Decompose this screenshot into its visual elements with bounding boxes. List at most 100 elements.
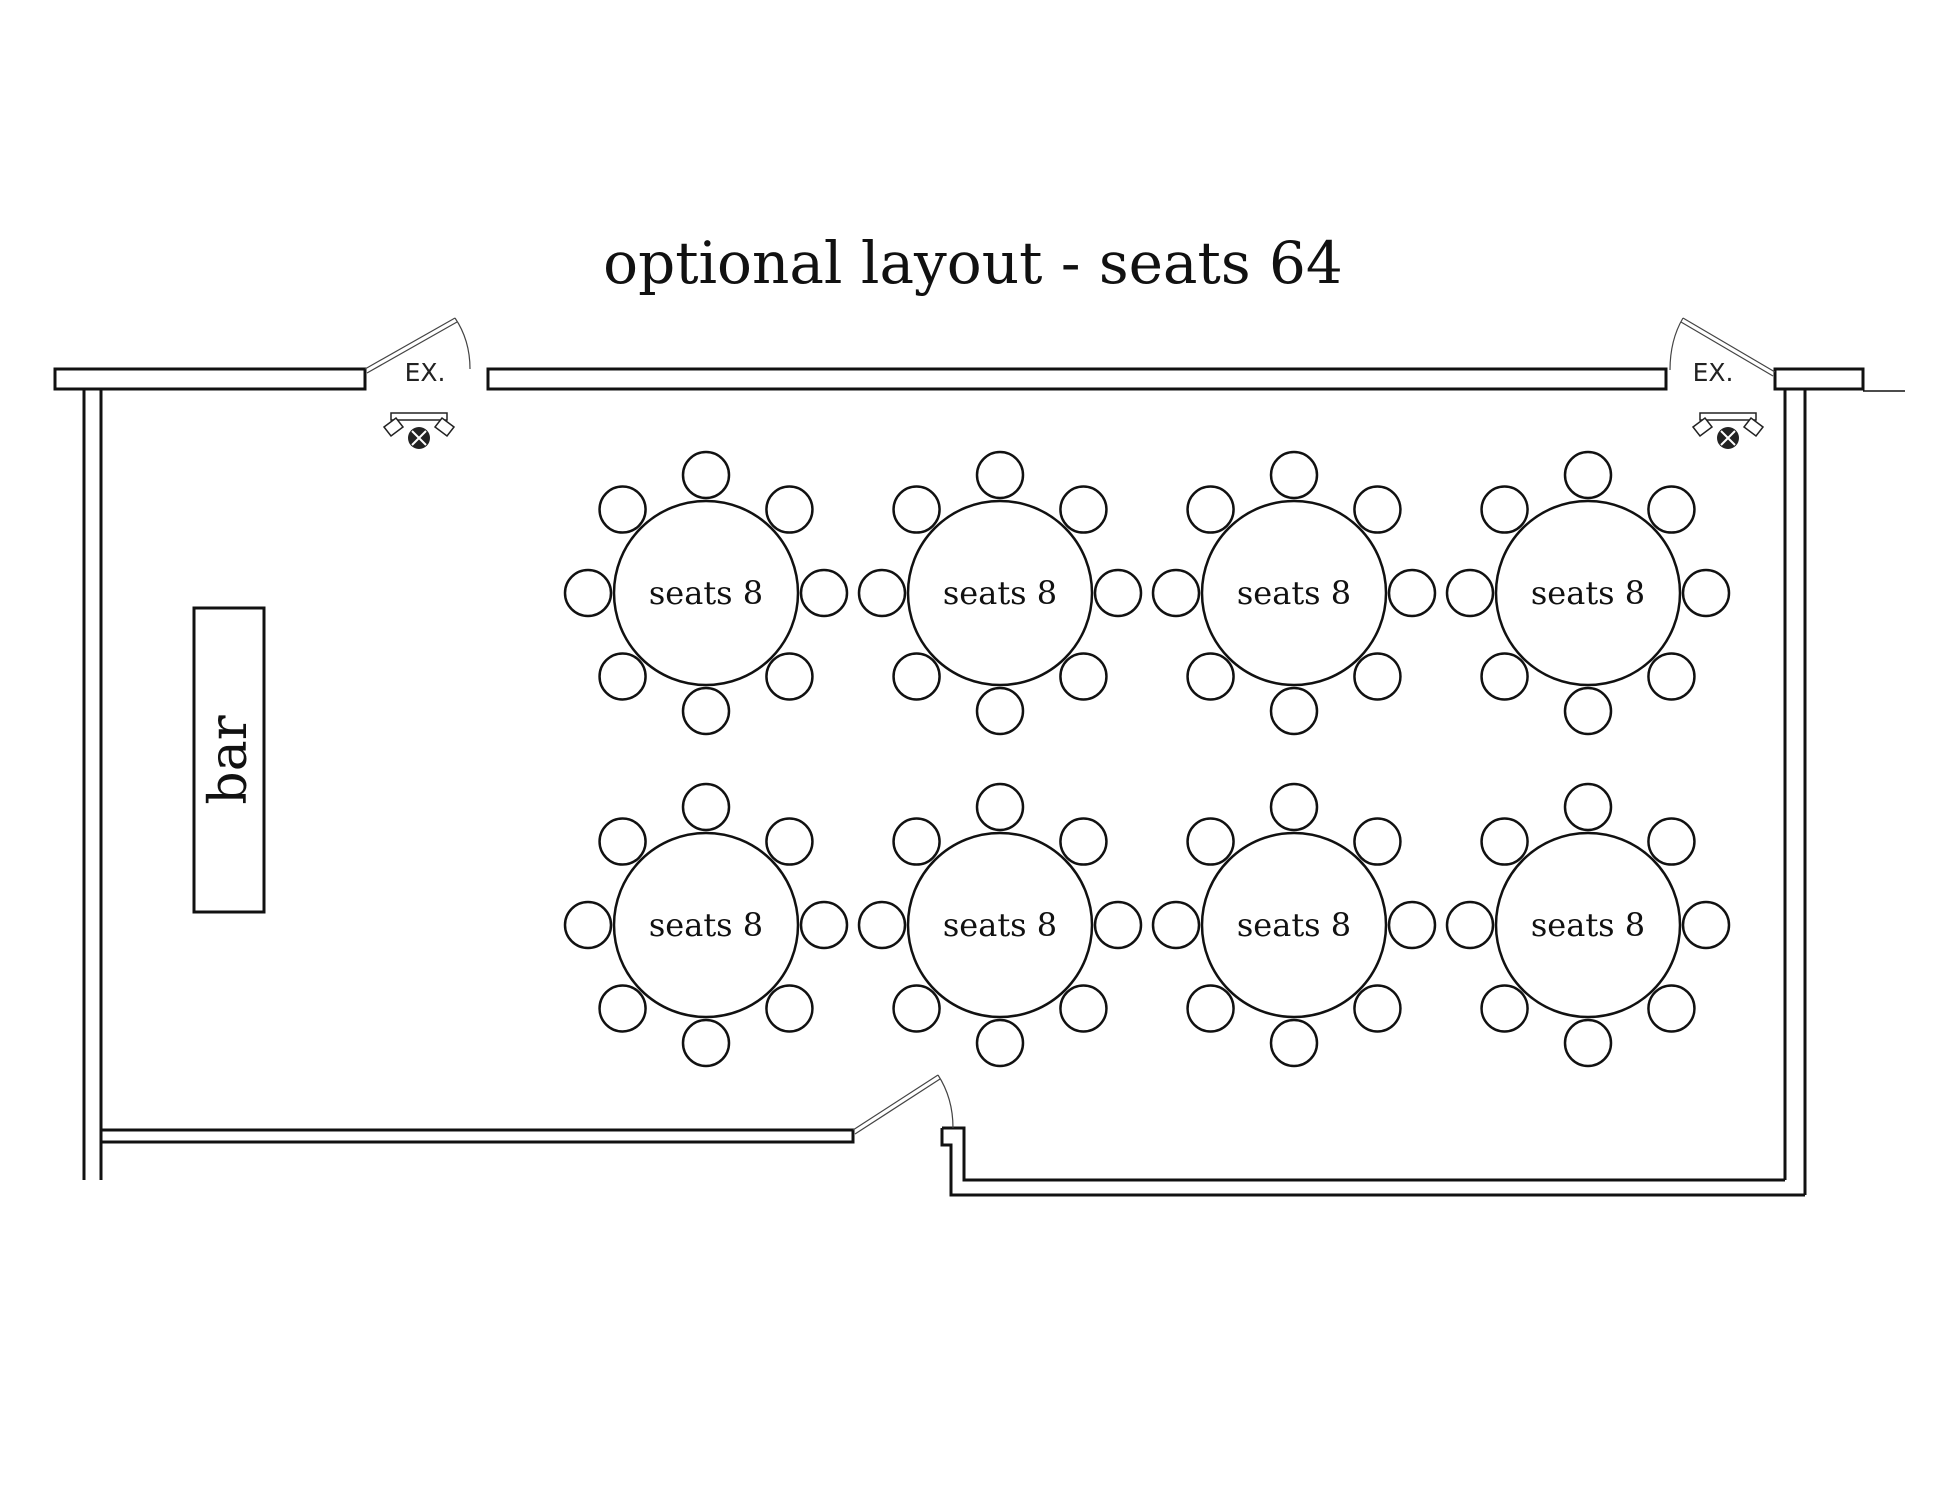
table-top [1200, 831, 1388, 1019]
chair [1186, 652, 1235, 701]
chair [975, 450, 1025, 500]
chair [681, 1018, 731, 1068]
chair [1093, 568, 1143, 618]
table-label: seats 8 [1531, 906, 1645, 944]
chair [1186, 485, 1235, 534]
chair [1059, 817, 1108, 866]
chair [765, 984, 814, 1033]
chair [1093, 900, 1143, 950]
round-table: seats 8 [1445, 782, 1731, 1068]
chair [1480, 817, 1529, 866]
chair [892, 817, 941, 866]
exit-sign-emergency-light-icon [382, 412, 456, 449]
chair [857, 900, 907, 950]
chair [598, 652, 647, 701]
chair [1480, 485, 1529, 534]
chair [1387, 568, 1437, 618]
chair [681, 686, 731, 736]
round-table: seats 8 [857, 782, 1143, 1068]
chair [1151, 568, 1201, 618]
bar-label: bar [199, 715, 259, 804]
round-table: seats 8 [857, 450, 1143, 736]
chair [1353, 652, 1402, 701]
chair [1353, 817, 1402, 866]
chair [598, 984, 647, 1033]
chair [892, 984, 941, 1033]
table-label: seats 8 [943, 574, 1057, 612]
chair [1445, 568, 1495, 618]
exit-label-left: EX. [405, 358, 446, 387]
chair [563, 900, 613, 950]
round-table: seats 8 [1151, 450, 1437, 736]
round-table: seats 8 [1445, 450, 1731, 736]
chair [1647, 817, 1696, 866]
table-top [612, 499, 800, 687]
chair [1059, 652, 1108, 701]
chair [975, 1018, 1025, 1068]
door-swing-top-right [1669, 317, 1776, 377]
bar: bar [192, 606, 266, 914]
chair [563, 568, 613, 618]
door-swing-bottom [852, 1074, 954, 1135]
right-wall [1783, 389, 1807, 1195]
round-table: seats 8 [1151, 782, 1437, 1068]
chair [681, 782, 731, 832]
chair [1353, 485, 1402, 534]
table-label: seats 8 [1237, 574, 1351, 612]
chair [765, 652, 814, 701]
chair [1186, 817, 1235, 866]
round-table: seats 8 [563, 782, 849, 1068]
table-top [1494, 499, 1682, 687]
bottom-wall-right [940, 1126, 1805, 1197]
chair [975, 782, 1025, 832]
chair [681, 450, 731, 500]
chair [598, 485, 647, 534]
chair [1647, 652, 1696, 701]
chair [1445, 900, 1495, 950]
table-label: seats 8 [1531, 574, 1645, 612]
chair [1681, 900, 1731, 950]
table-top [612, 831, 800, 1019]
chair [1480, 652, 1529, 701]
round-table: seats 8 [563, 450, 849, 736]
chair [1563, 782, 1613, 832]
chair [1563, 1018, 1613, 1068]
chair [1059, 485, 1108, 534]
table-label: seats 8 [649, 906, 763, 944]
chair [1269, 450, 1319, 500]
chair [1681, 568, 1731, 618]
table-top [906, 499, 1094, 687]
chair [799, 568, 849, 618]
chair [1269, 782, 1319, 832]
table-top [1200, 499, 1388, 687]
chair [598, 817, 647, 866]
exit-sign-emergency-light-icon [1691, 412, 1765, 449]
chair [1563, 686, 1613, 736]
chair [1059, 984, 1108, 1033]
chair [1647, 485, 1696, 534]
chair [765, 817, 814, 866]
chair [892, 652, 941, 701]
chair [1269, 1018, 1319, 1068]
table-top [1494, 831, 1682, 1019]
chair [892, 485, 941, 534]
chair [1563, 450, 1613, 500]
chair [1647, 984, 1696, 1033]
top-wall [53, 367, 1905, 392]
door-swing-top-left [364, 317, 471, 374]
chair [975, 686, 1025, 736]
bottom-wall-left [99, 1128, 855, 1144]
tables: seats 8 seats 8 seats 8 seats 8 seats 8 seats… [563, 450, 1731, 1068]
chair [857, 568, 907, 618]
chair [1151, 900, 1201, 950]
chair [765, 485, 814, 534]
chair [799, 900, 849, 950]
table-label: seats 8 [649, 574, 763, 612]
table-label: seats 8 [943, 906, 1057, 944]
page-title: optional layout - seats 64 [603, 229, 1343, 297]
table-top [906, 831, 1094, 1019]
exit-label-right: EX. [1693, 358, 1734, 387]
table-label: seats 8 [1237, 906, 1351, 944]
chair [1353, 984, 1402, 1033]
